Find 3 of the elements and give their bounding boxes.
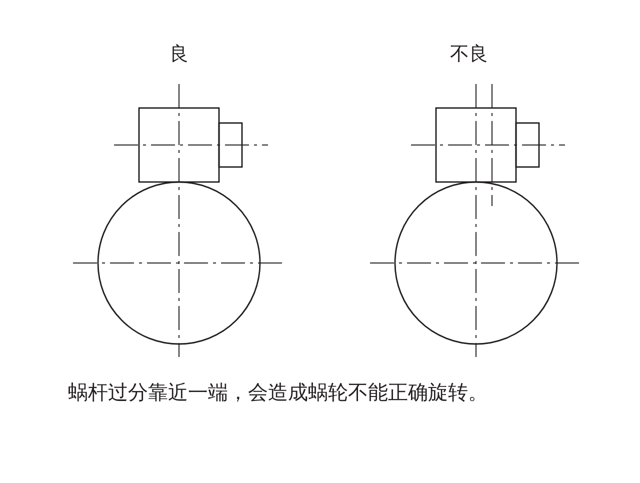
drawing-label: 良 bbox=[170, 45, 188, 64]
caption: 蜗杆过分靠近一端，会造成蜗轮不能正确旋转。 bbox=[68, 382, 488, 402]
drawing-label: 不良 bbox=[450, 45, 488, 64]
